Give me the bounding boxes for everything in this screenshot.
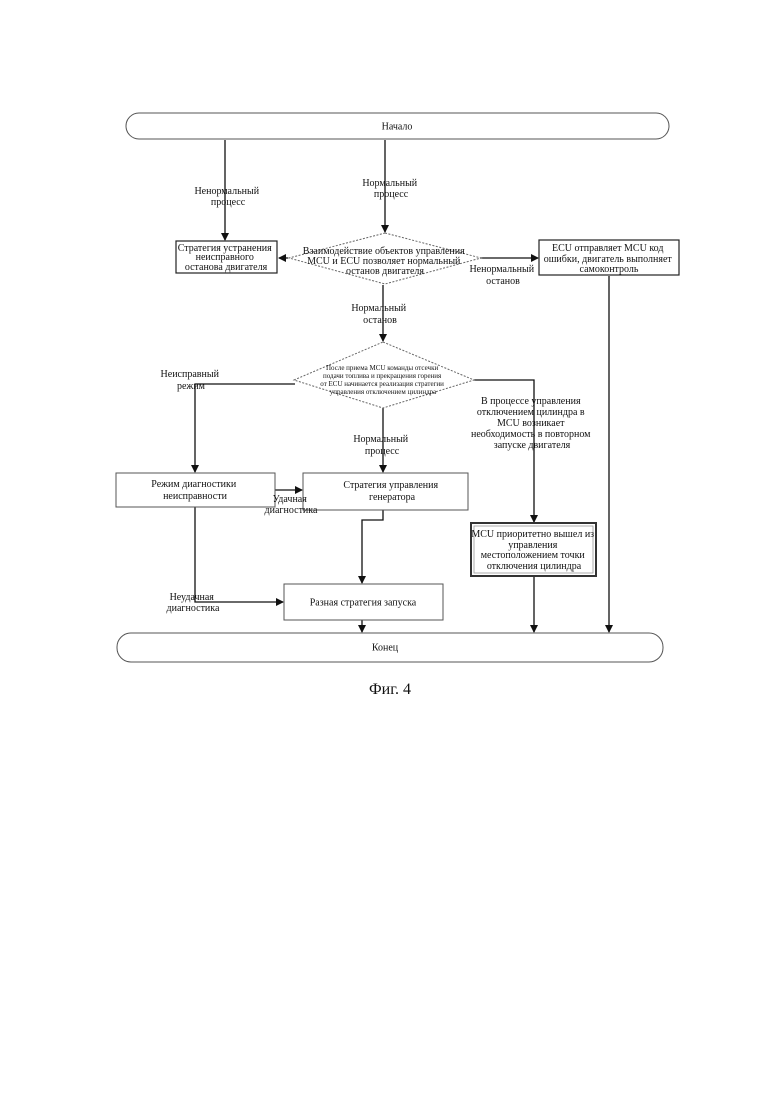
end-label: Конец [372,642,399,653]
label-abnormal-stop: Ненормальный останов [469,264,536,287]
edge-fault-diag-to-start-strategy [195,507,283,602]
interaction-decision-diamond: Взаимодействие объектов управления MCU и… [289,233,481,284]
start-strategy-text: Разная стратегия запуска [310,597,417,608]
label-normal-process-2: Нормальный процесс [353,434,410,457]
label-faulty-mode: Неисправный режим [161,369,222,392]
label-normal-process-1: Нормальный процесс [362,178,419,200]
start-strategy-box: Разная стратегия запуска [284,584,443,620]
figure-caption: Фиг. 4 [369,681,411,698]
interaction-decision-text: Взаимодействие объектов управления MCU и… [303,246,467,277]
fault-diag-mode-text: Режим диагностики неисправности [151,479,238,502]
start-label: Начало [382,121,413,132]
ecu-sends-box: ECU отправляет MCU код ошибки, двигатель… [539,240,679,275]
fault-diag-mode-box: Режим диагностики неисправности [116,473,275,507]
mcu-priority-text: MCU приоритетно вышел из управления мест… [471,529,596,572]
label-abnormal-process: Ненормальный процесс [194,186,261,208]
end-terminator: Конец [117,633,663,662]
start-terminator: Начало [126,113,669,139]
mcu-priority-box: MCU приоритетно вышел из управления мест… [471,523,597,576]
edge-generator-to-start-strategy [362,510,383,583]
cylinder-decision-text: После приема MCU команды отсечки подачи … [320,364,445,396]
label-restart-need: В процессе управления отключением цилинд… [471,396,593,451]
generator-strategy-box: Стратегия управления генератора [303,473,468,510]
fault-stop-strategy-box: Стратегия устранения неисправного остано… [176,241,277,273]
edge-cylinder-to-fault-diag [195,384,295,472]
cylinder-decision-diamond: После приема MCU команды отсечки подачи … [294,342,474,408]
label-normal-stop: Нормальный останов [351,303,408,326]
label-failed-diag: Неудачная диагностика [167,592,220,614]
